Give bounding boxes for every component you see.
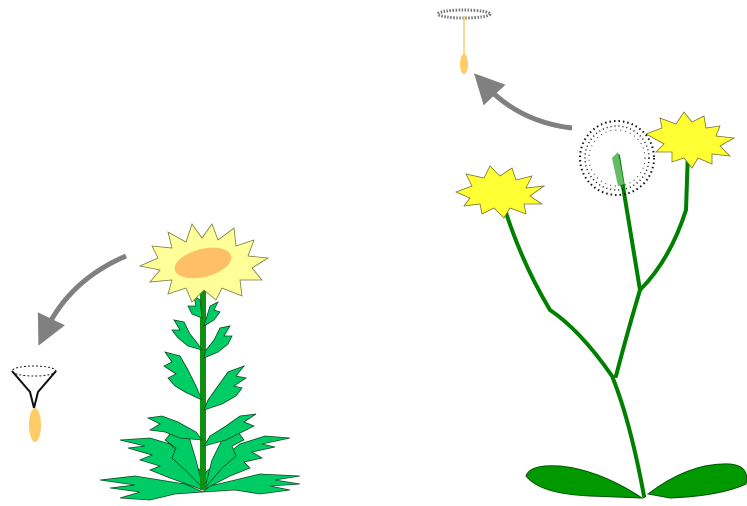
left-seed-fruit [29, 408, 41, 442]
right-leaf-left [526, 466, 642, 498]
right-seed-head-receptacle [612, 152, 624, 186]
right-plant [456, 112, 747, 498]
right-flower-left [456, 166, 544, 218]
right-seed [438, 10, 490, 74]
left-dispersal-arrow [46, 256, 126, 330]
right-leaf-right [648, 464, 747, 498]
right-flower-right [646, 112, 734, 168]
left-seed-pappus-rim [12, 366, 56, 376]
left-plant [100, 224, 300, 500]
right-dispersal-arrow [486, 86, 572, 128]
left-seed [12, 366, 56, 442]
left-seed-pappus [12, 371, 56, 408]
right-seed-head [580, 121, 654, 195]
right-seed-fruit [460, 54, 468, 74]
